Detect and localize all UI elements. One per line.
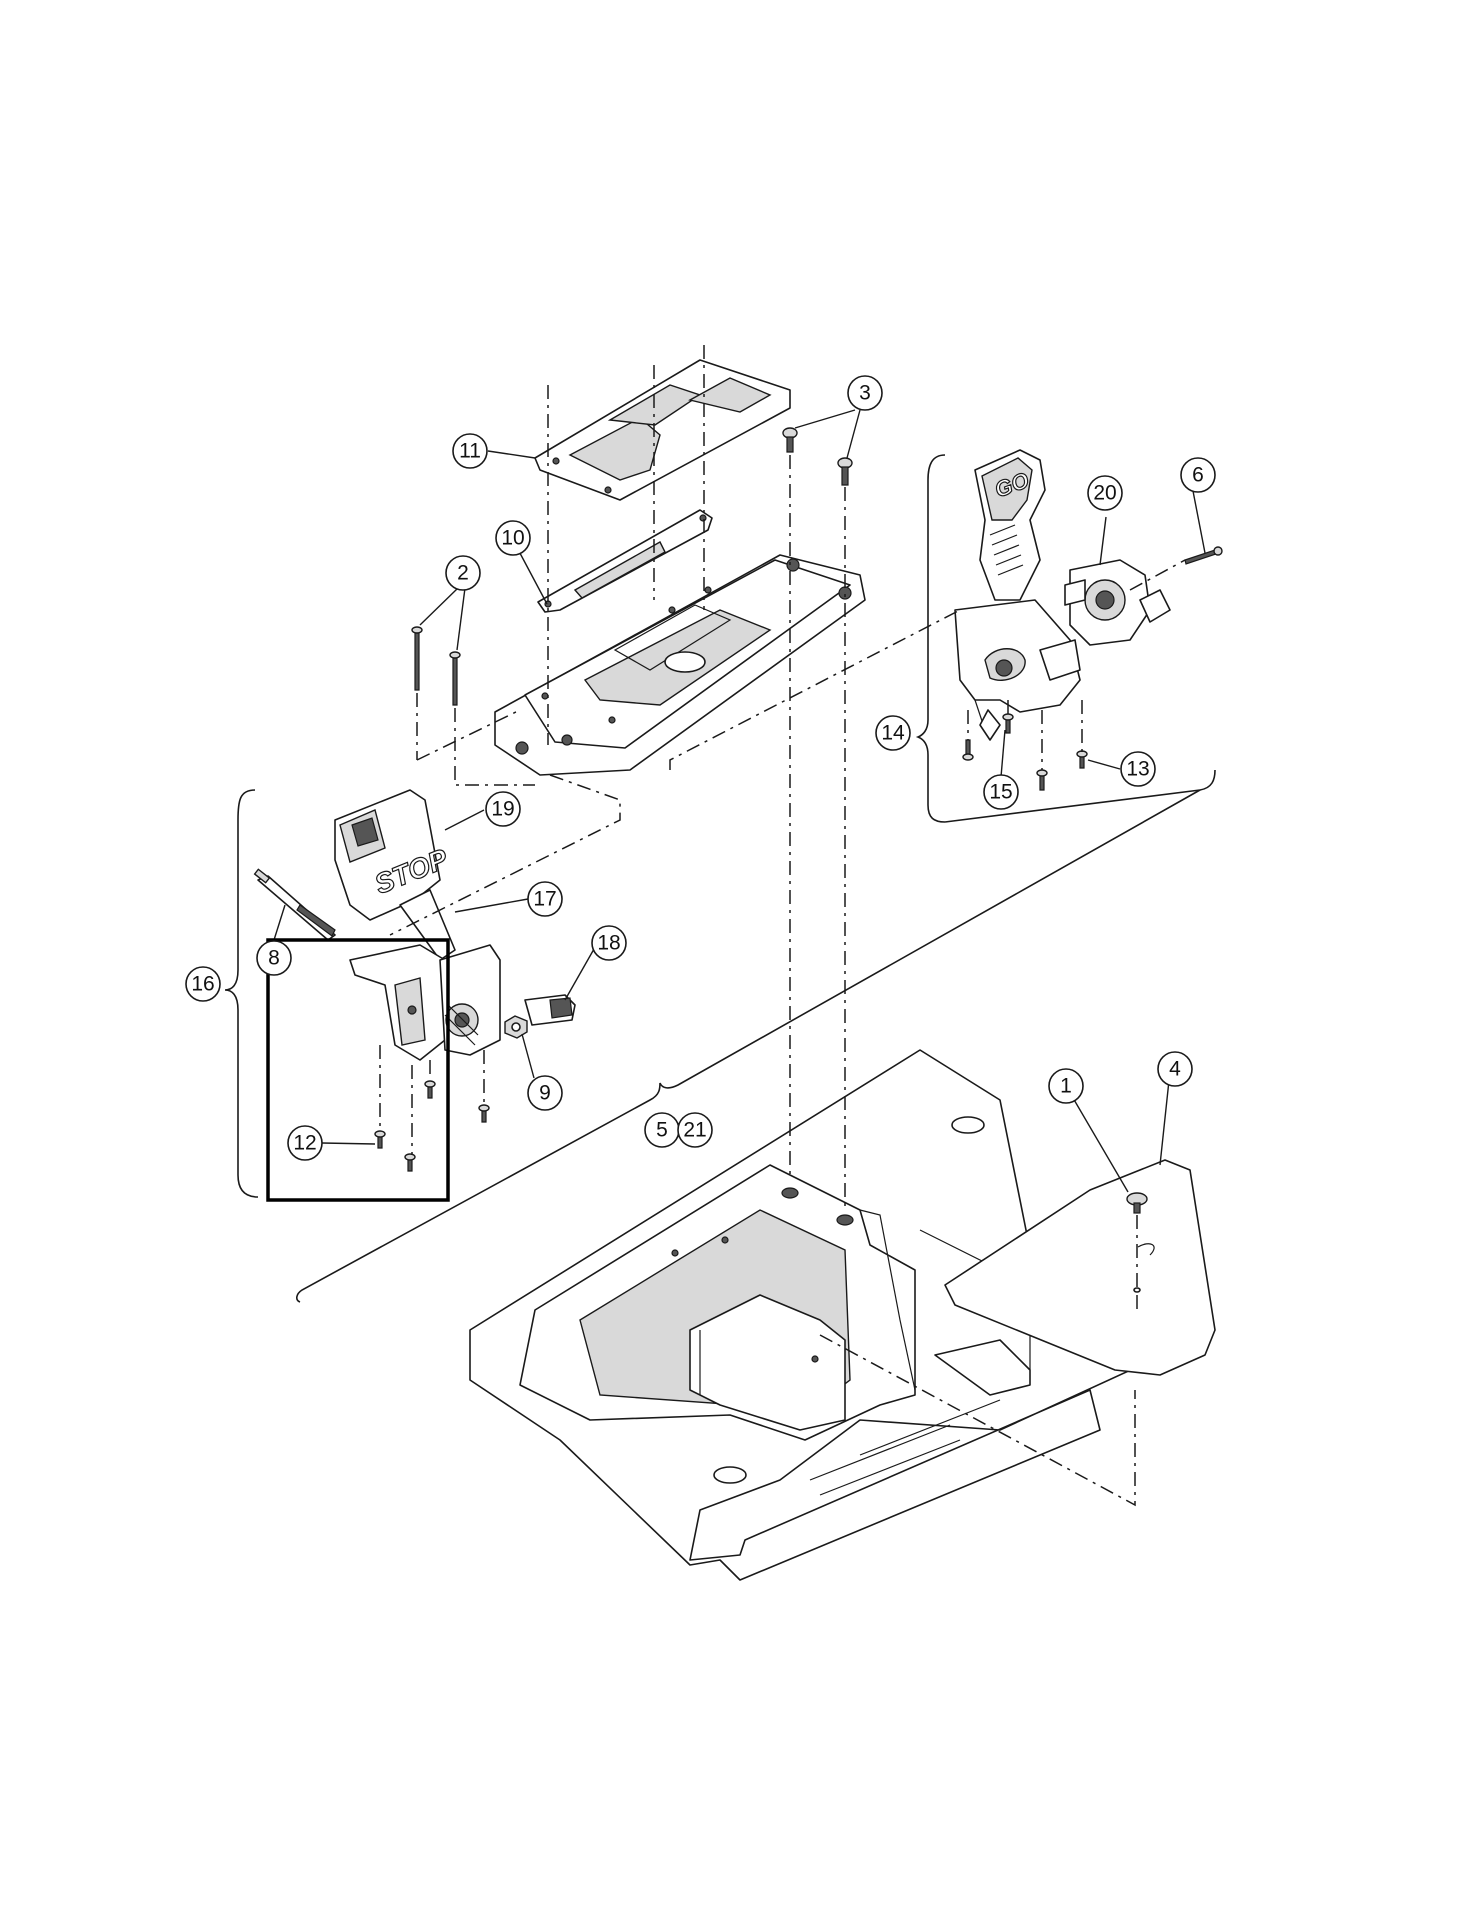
- brake-return-rod: [253, 868, 336, 941]
- mat-fastener: [1126, 1192, 1148, 1293]
- callout-2[interactable]: 2: [445, 555, 481, 591]
- callout-1[interactable]: 1: [1048, 1068, 1084, 1104]
- leader-lines: [273, 409, 1206, 1193]
- group-brackets: [224, 454, 1216, 1303]
- callout-1-label: 1: [1060, 1075, 1072, 1098]
- callout-4[interactable]: 4: [1157, 1051, 1193, 1087]
- callout-12-label: 12: [293, 1132, 316, 1155]
- callout-17-label: 17: [533, 888, 556, 911]
- bracket-14: [915, 454, 946, 823]
- brake-pedal-arm: [349, 889, 456, 1061]
- callout-11-label: 11: [459, 440, 481, 463]
- brake-bracket-screws: [374, 1080, 490, 1172]
- callout-13-label: 13: [1126, 758, 1149, 781]
- accelerator-pedal-bracket: [954, 599, 1081, 741]
- callout-15-label: 15: [989, 781, 1012, 804]
- console-top-cover: [534, 359, 791, 501]
- floor-pan: [469, 1049, 1186, 1581]
- callout-13[interactable]: 13: [1120, 751, 1156, 787]
- mounting-bracket-strip: [537, 509, 713, 613]
- callout-14-label: 14: [881, 722, 905, 745]
- callout-16[interactable]: 16: [185, 966, 221, 1002]
- callout-17[interactable]: 17: [527, 881, 563, 917]
- callout-10-label: 10: [501, 527, 524, 550]
- callout-3[interactable]: 3: [847, 375, 883, 411]
- console-screws: [411, 427, 853, 706]
- callout-21-label: 21: [683, 1119, 706, 1142]
- callout-2-label: 2: [457, 562, 469, 585]
- callout-19[interactable]: 19: [485, 791, 521, 827]
- pedal-mount-plate: [494, 554, 866, 776]
- brake-nut: [504, 1015, 528, 1039]
- callout-3-label: 3: [859, 382, 871, 405]
- callout-4-label: 4: [1169, 1058, 1181, 1081]
- callout-14[interactable]: 14: [875, 715, 911, 751]
- brake-pedal-pivot: [439, 944, 501, 1056]
- callout-20-label: 20: [1093, 482, 1116, 505]
- throttle-sensor: [1064, 559, 1171, 646]
- brake-switch: [524, 994, 576, 1026]
- callout-16-label: 16: [191, 973, 214, 996]
- callout-11[interactable]: 11: [452, 433, 488, 469]
- floor-mat: [944, 1159, 1216, 1376]
- callout-8[interactable]: 8: [256, 940, 292, 976]
- callout-20[interactable]: 20: [1087, 475, 1123, 511]
- callout-6-label: 6: [1192, 464, 1204, 487]
- assembly-lines: [379, 345, 1186, 1507]
- bracket-16: [224, 789, 259, 1198]
- callout-15[interactable]: 15: [983, 774, 1019, 810]
- callout-18-label: 18: [597, 932, 620, 955]
- callout-6[interactable]: 6: [1180, 457, 1216, 493]
- callout-18[interactable]: 18: [591, 925, 627, 961]
- callouts: 1 2 3 4 5 6 8 9: [185, 375, 1216, 1161]
- throttle-screw: [1184, 546, 1223, 565]
- callout-5[interactable]: 5: [644, 1112, 680, 1148]
- highlight-box: [266, 938, 450, 1202]
- accelerator-pedal: GO: [974, 449, 1046, 601]
- callout-8-label: 8: [268, 947, 280, 970]
- callout-9-label: 9: [539, 1082, 551, 1105]
- bracket-5-21: [296, 789, 1201, 1303]
- callout-5-label: 5: [656, 1119, 668, 1142]
- callout-21[interactable]: 21: [677, 1112, 713, 1148]
- callout-10[interactable]: 10: [495, 520, 531, 556]
- callout-12[interactable]: 12: [287, 1125, 323, 1161]
- callout-9[interactable]: 9: [527, 1075, 563, 1111]
- callout-19-label: 19: [491, 798, 514, 821]
